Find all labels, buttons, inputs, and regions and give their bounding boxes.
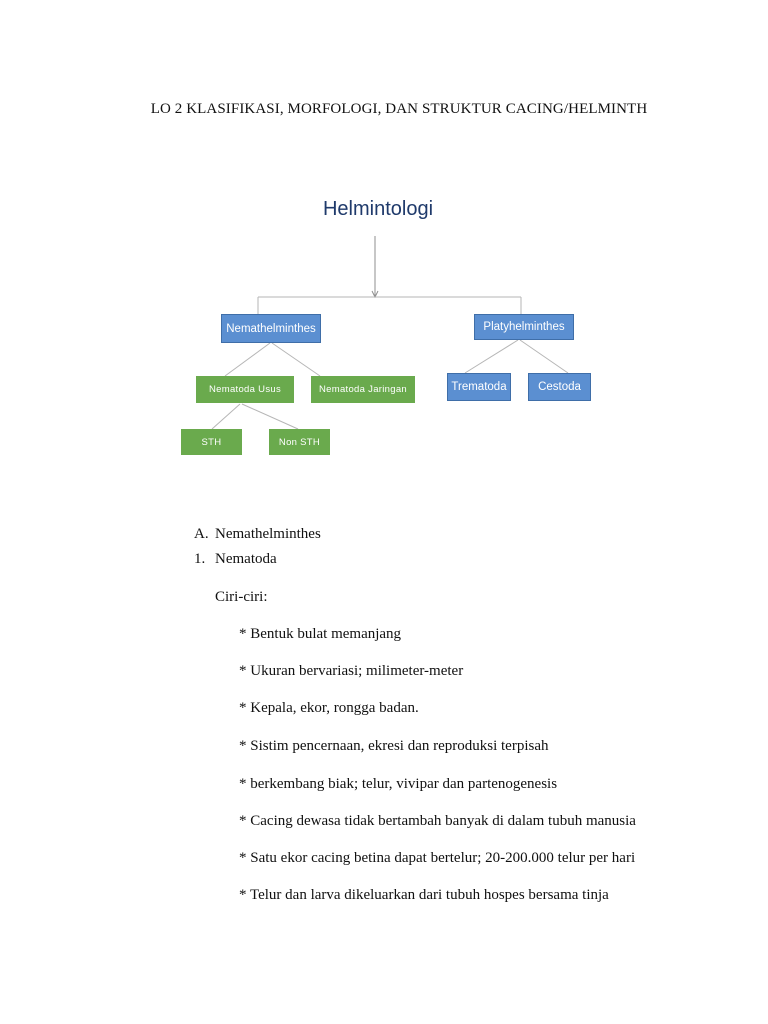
node-platyhelminthes: Platyhelminthes	[474, 314, 574, 340]
list-item: * Ukuran bervariasi; milimeter-meter	[239, 663, 464, 679]
classification-diagram: Helmintologi Nemathelminthes Platyhelmin…	[0, 0, 768, 480]
item-marker: 1.	[194, 551, 206, 567]
node-nemathelminthes: Nemathelminthes	[221, 314, 321, 343]
non-sth-connector	[241, 403, 299, 430]
node-non-sth: Non STH	[269, 429, 330, 455]
list-item: * Telur dan larva dikeluarkan dari tubuh…	[239, 887, 609, 903]
trematoda-connector	[464, 339, 519, 374]
list-item: * Bentuk bulat memanjang	[239, 626, 402, 642]
nematoda-jaringan-connector	[271, 342, 321, 377]
section-heading: Nemathelminthes	[215, 526, 321, 542]
sth-connector	[211, 403, 241, 430]
node-sth: STH	[181, 429, 242, 455]
section-marker: A.	[194, 526, 209, 542]
list-item: * Sistim pencernaan, ekresi dan reproduk…	[239, 738, 549, 754]
node-nematoda-usus: Nematoda Usus	[196, 376, 294, 403]
node-nematoda-jaringan: Nematoda Jaringan	[311, 376, 415, 403]
characteristics-label: Ciri-ciri:	[215, 589, 268, 605]
nematoda-usus-connector	[224, 342, 271, 377]
list-item: * Kepala, ekor, rongga badan.	[239, 700, 419, 716]
list-item: * Satu ekor cacing betina dapat bertelur…	[239, 850, 636, 866]
node-trematoda: Trematoda	[447, 373, 511, 401]
node-cestoda: Cestoda	[528, 373, 591, 401]
cestoda-connector	[519, 339, 569, 374]
page-title: LO 2 KLASIFIKASI, MORFOLOGI, DAN STRUKTU…	[150, 101, 648, 117]
item-heading: Nematoda	[215, 551, 277, 567]
list-item: * Cacing dewasa tidak bertambah banyak d…	[239, 813, 636, 829]
diagram-root-title: Helmintologi	[322, 198, 434, 220]
diagram-connectors	[211, 236, 569, 430]
list-item: * berkembang biak; telur, vivipar dan pa…	[239, 776, 558, 792]
